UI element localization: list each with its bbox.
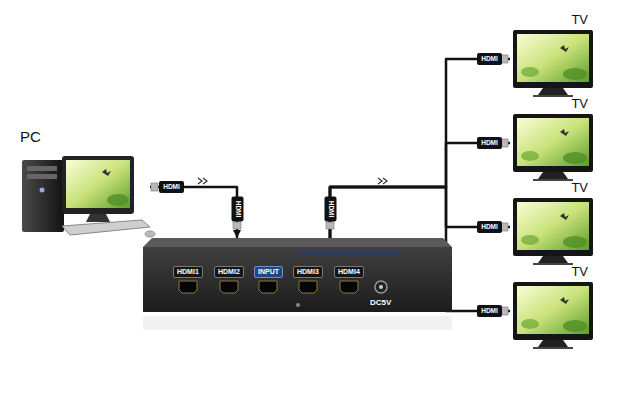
cable-line	[330, 187, 510, 238]
hdmi-splitter: HDMI1 HDMI2 INPUT HDMI3 HDMI4DC5V	[143, 238, 452, 312]
device-heading: TV	[571, 96, 588, 111]
port-label: HDMI4	[334, 266, 364, 278]
arrow-head	[502, 55, 510, 63]
hdmi-cable	[330, 139, 510, 238]
hdmi-plug-label: HDMI	[477, 305, 502, 317]
splitter-illustration	[143, 238, 452, 330]
arrow-head	[502, 223, 510, 231]
tv-node: TV	[510, 96, 596, 180]
port-label: HDMI1	[173, 266, 203, 278]
device-heading: TV	[571, 264, 588, 279]
hdmi-cable	[330, 187, 510, 238]
hdmi-plug-label: HDMI	[325, 197, 337, 222]
device-heading: PC	[20, 128, 41, 145]
device-heading: TV	[571, 180, 588, 195]
hdmi-plug-label: HDMI	[477, 137, 502, 149]
hdmi-plug-label: HDMI	[159, 181, 184, 193]
device-heading: TV	[571, 12, 588, 27]
port-label: HDMI3	[293, 266, 323, 278]
hdmi-plug-label: HDMI	[477, 53, 502, 65]
arrow-head	[502, 139, 510, 147]
tv-node: TV	[510, 12, 596, 96]
cable-line	[330, 59, 510, 238]
hdmi-cable	[330, 55, 510, 238]
hdmi-plug-label: HDMI	[232, 197, 244, 222]
hdmi-plug-label: HDMI	[477, 221, 502, 233]
port-label: INPUT	[254, 266, 283, 278]
arrow-head	[233, 230, 241, 238]
power-port-label: DC5V	[370, 298, 391, 307]
hdmi-cable	[150, 187, 241, 238]
cable-line	[150, 187, 237, 238]
pc-illustration	[22, 156, 155, 237]
computer-node: PC	[18, 128, 150, 238]
cable-line	[330, 143, 510, 238]
port-label: HDMI2	[214, 266, 244, 278]
tv-node: TV	[510, 180, 596, 264]
tv-node: TV	[510, 264, 596, 348]
arrow-head	[502, 307, 510, 315]
